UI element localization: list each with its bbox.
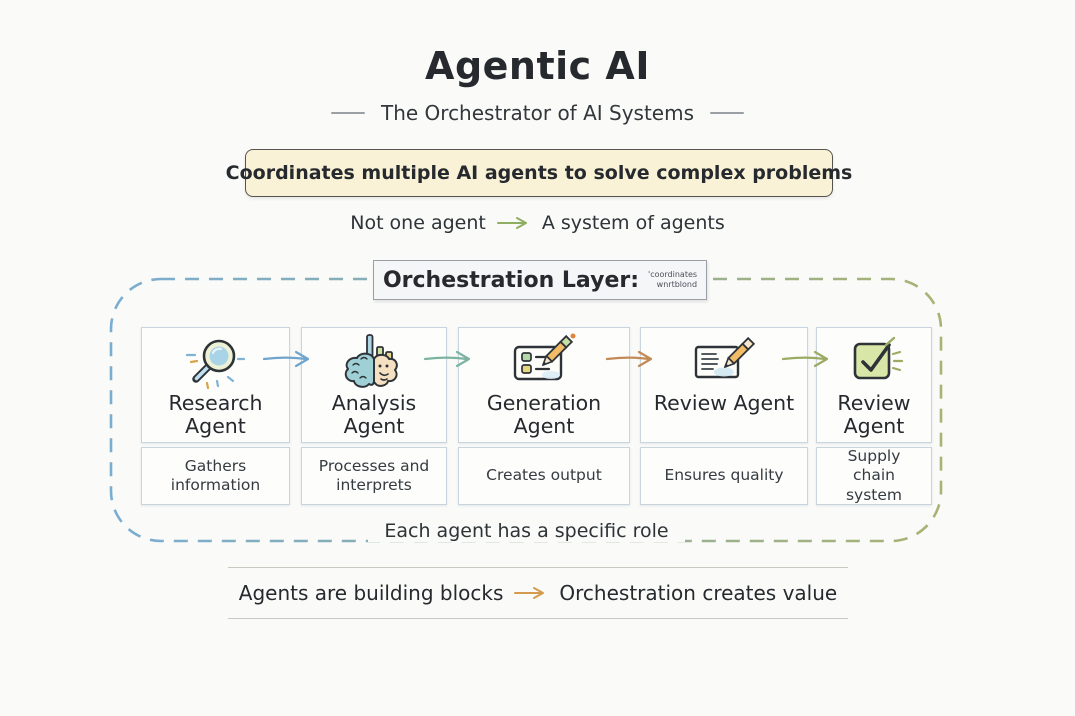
footer-right: Orchestration creates value xyxy=(559,581,838,605)
arrow-right-icon xyxy=(496,217,527,229)
agent-card-analysis: Analysis Agent xyxy=(301,327,447,443)
flow-arrow-icon xyxy=(423,350,471,368)
checklist-pencil-icon xyxy=(513,333,576,381)
orchestration-note-line2: wnrtblond xyxy=(656,280,698,289)
agent-description: Processes and interprets xyxy=(301,447,447,505)
agent-card-review: Review Agent xyxy=(640,327,808,443)
icon-wrap xyxy=(509,331,579,391)
statement-right: A system of agents xyxy=(541,212,725,234)
statement-row: Not one agent A system of agents xyxy=(0,212,1075,234)
divider-line xyxy=(710,112,745,114)
footer-left: Agents are building blocks xyxy=(238,581,504,605)
orchestration-label-box: Orchestration Layer: 'coordinates wnrtbl… xyxy=(373,260,707,300)
agent-name: Review Agent xyxy=(837,391,911,438)
orchestration-note: 'coordinates wnrtblond xyxy=(648,270,697,289)
agent-card-generation: Generation Agent xyxy=(458,327,630,443)
agent-card-research: Research Agent xyxy=(141,327,290,443)
subtitle: The Orchestrator of AI Systems xyxy=(380,101,695,125)
agent-description: Gathers information xyxy=(141,447,290,505)
agent-name: Analysis Agent xyxy=(331,391,417,438)
agent-description: Supply chain system xyxy=(816,447,932,505)
agent-description: Creates output xyxy=(458,447,630,505)
flow-arrow-icon xyxy=(262,350,310,368)
brain-chart-icon xyxy=(344,334,398,388)
agent-name: Generation Agent xyxy=(486,391,602,438)
icon-wrap xyxy=(339,331,409,391)
document-pencil-icon xyxy=(694,336,756,379)
agent-name: Review Agent xyxy=(653,391,795,415)
container-caption-text: Each agent has a specific role xyxy=(368,520,685,542)
arrow-right-icon xyxy=(514,587,545,599)
icon-wrap xyxy=(181,331,251,391)
statement-left: Not one agent xyxy=(350,212,486,234)
page-title: Agentic AI xyxy=(425,44,650,88)
subtitle-row: The Orchestrator of AI Systems xyxy=(0,101,1075,125)
tagline-box: Coordinates multiple AI agents to solve … xyxy=(226,149,852,197)
agent-description: Ensures quality xyxy=(640,447,808,505)
flow-arrow-icon xyxy=(781,350,829,368)
icon-wrap xyxy=(689,331,759,391)
orchestration-note-line1: 'coordinates xyxy=(648,270,698,280)
icon-wrap xyxy=(839,331,909,391)
agent-name: Research Agent xyxy=(168,391,263,438)
divider-line xyxy=(330,112,365,114)
checkbox-check-icon xyxy=(853,336,904,380)
magnifier-icon xyxy=(185,339,245,390)
footer-banner: Agents are building blocks Orchestration… xyxy=(228,567,848,619)
container-caption: Each agent has a specific role xyxy=(110,520,943,542)
flow-arrow-icon xyxy=(605,350,653,368)
orchestration-label: Orchestration Layer: xyxy=(382,267,640,293)
agent-card-review-check: Review Agent xyxy=(816,327,932,443)
